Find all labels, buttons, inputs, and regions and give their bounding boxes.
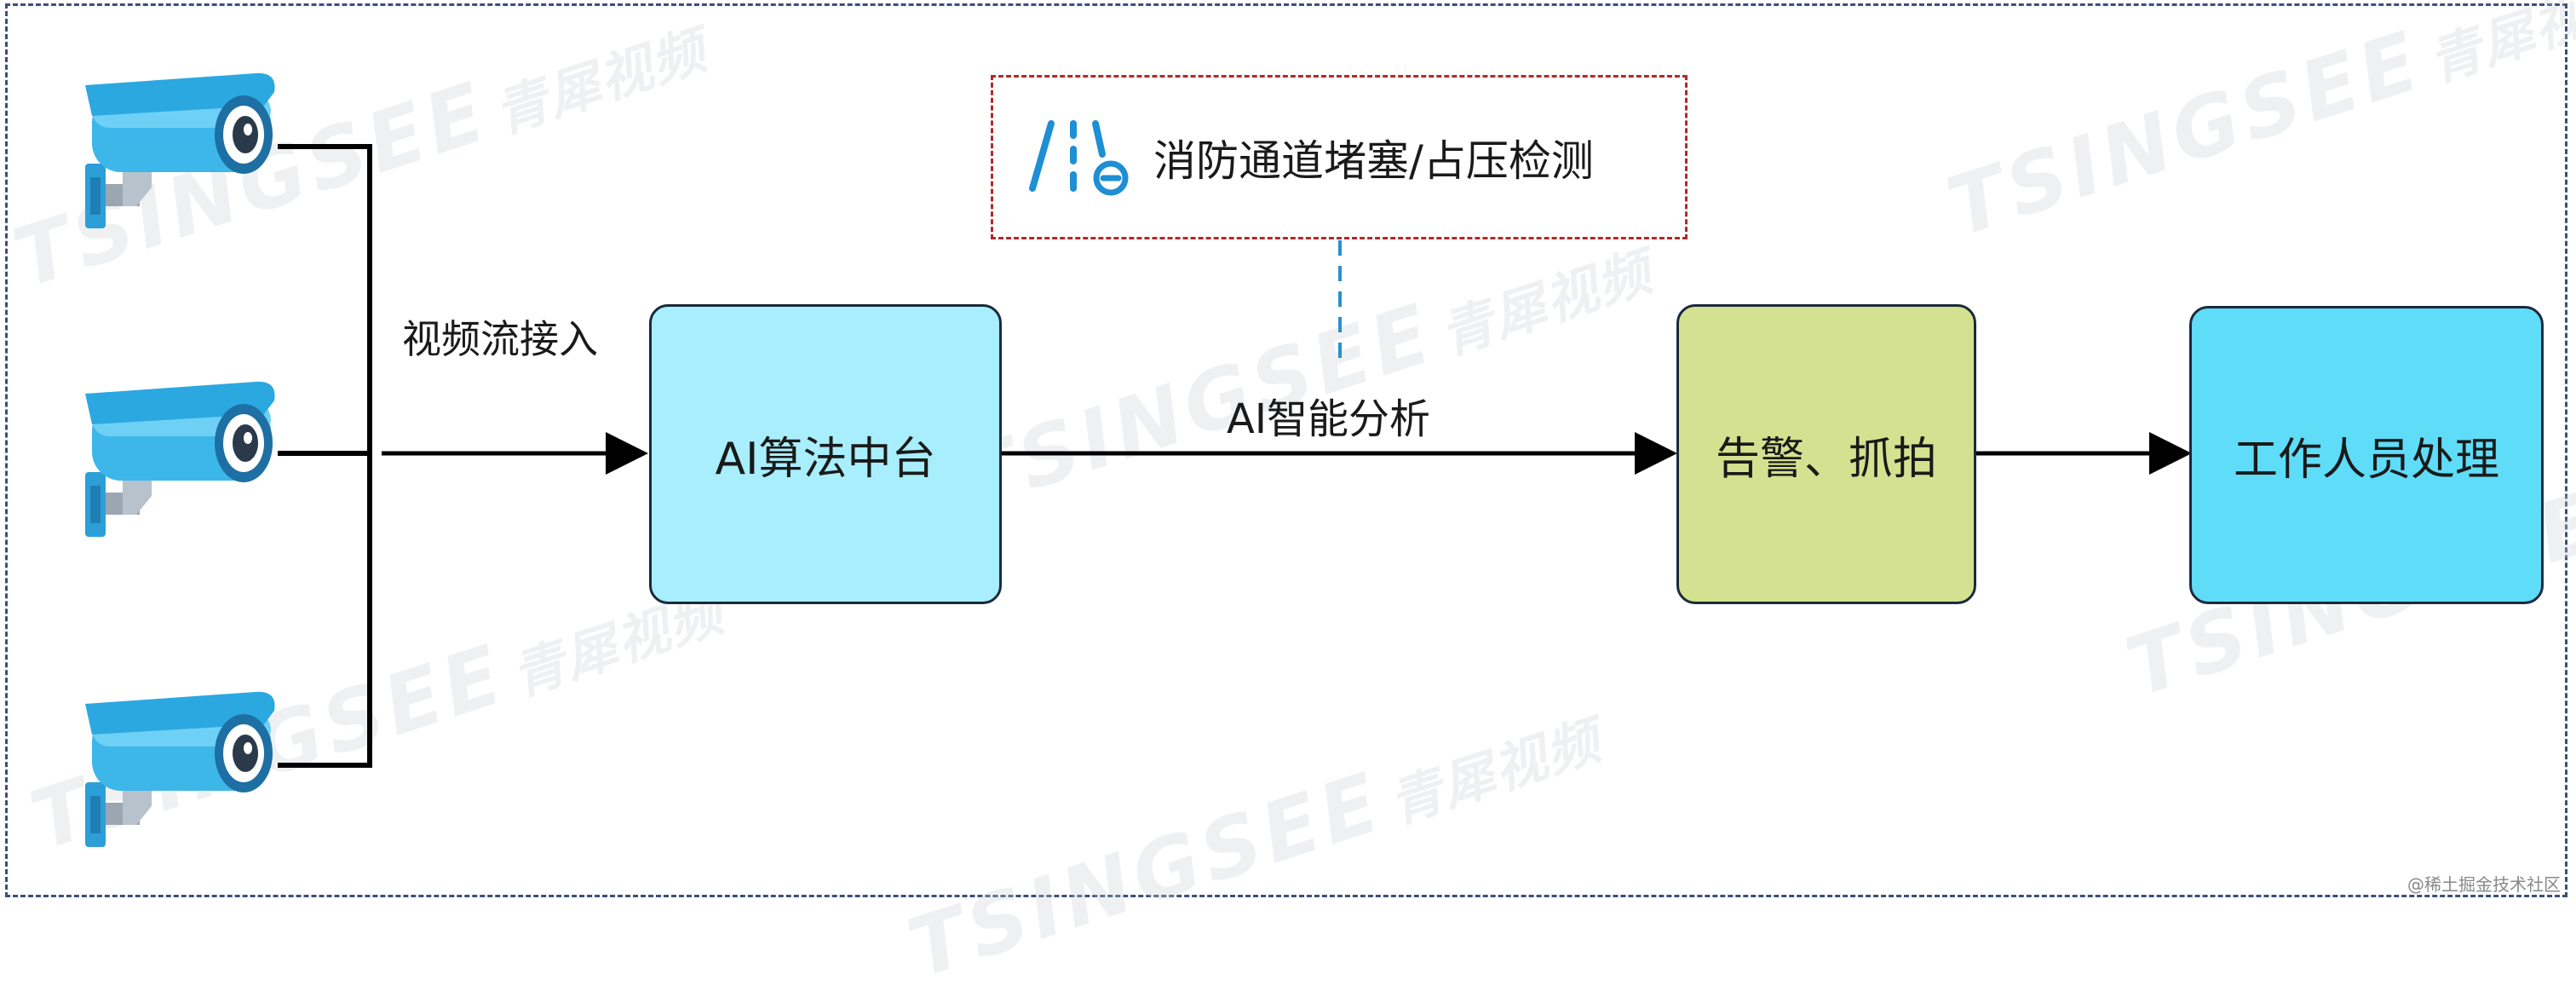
ai-platform-node: AI算法中台 xyxy=(649,304,1002,604)
staff-handling-label: 工作人员处理 xyxy=(2233,434,2499,486)
ai-analysis-label: AI智能分析 xyxy=(1227,395,1430,443)
ai-platform-label: AI算法中台 xyxy=(715,433,936,485)
alarm-snapshot-node: 告警、抓拍 xyxy=(1676,304,1976,604)
lane-detection-icon xyxy=(1029,119,1129,195)
credit-text: @稀土掘金技术社区 xyxy=(2407,874,2561,895)
detection-box: 消防通道堵塞/占压检测 xyxy=(991,75,1688,239)
camera-icon xyxy=(85,381,275,537)
stream-input-label: 视频流接入 xyxy=(402,316,598,362)
diagram-frame xyxy=(5,3,2567,897)
staff-handling-node: 工作人员处理 xyxy=(2189,306,2544,604)
alarm-snapshot-label: 告警、抓拍 xyxy=(1715,433,1937,485)
camera-feed-connector xyxy=(278,144,372,768)
detection-label: 消防通道堵塞/占压检测 xyxy=(1153,135,1594,186)
camera-icon xyxy=(85,72,275,228)
camera-icon xyxy=(85,691,275,847)
flow-diagram xyxy=(85,72,2192,847)
